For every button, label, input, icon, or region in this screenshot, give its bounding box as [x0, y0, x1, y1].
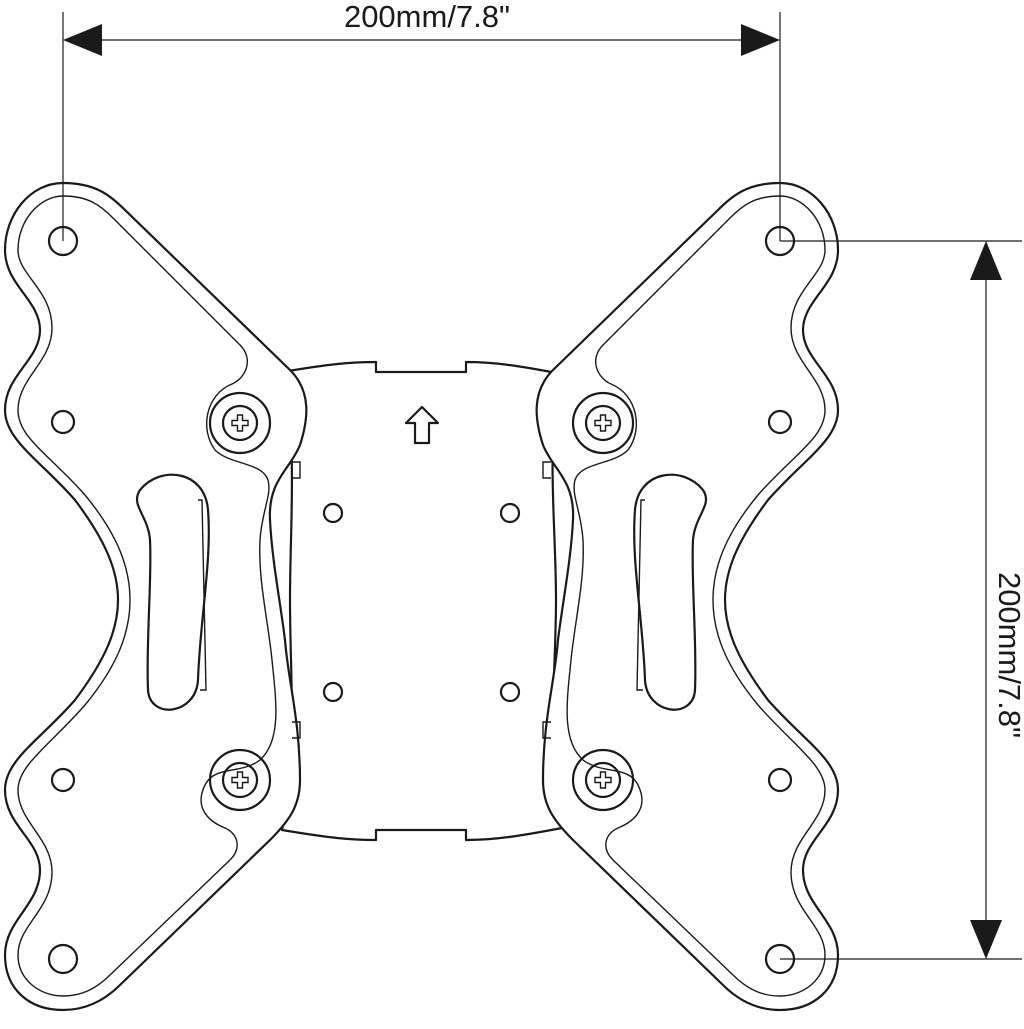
plate-hole [499, 681, 521, 703]
right-bracket-arm [537, 183, 838, 1010]
horizontal-dimension: 200mm/7.8" [62, 0, 781, 241]
center-plate [280, 360, 564, 842]
plate-hole [322, 502, 344, 524]
vertical-dimension-label: 200mm/7.8" [992, 572, 1024, 738]
arrowhead-bottom [970, 920, 1002, 959]
arrowhead-top [970, 241, 1002, 280]
arrowhead-right [741, 24, 780, 56]
plate-hole [499, 502, 521, 524]
left-bracket-arm [5, 183, 306, 1010]
up-arrow-icon [404, 405, 440, 445]
arrowhead-left [63, 24, 102, 56]
horizontal-dimension-label: 200mm/7.8" [344, 0, 510, 34]
vertical-dimension: 200mm/7.8" [780, 240, 1024, 960]
plate-hole [322, 681, 344, 703]
